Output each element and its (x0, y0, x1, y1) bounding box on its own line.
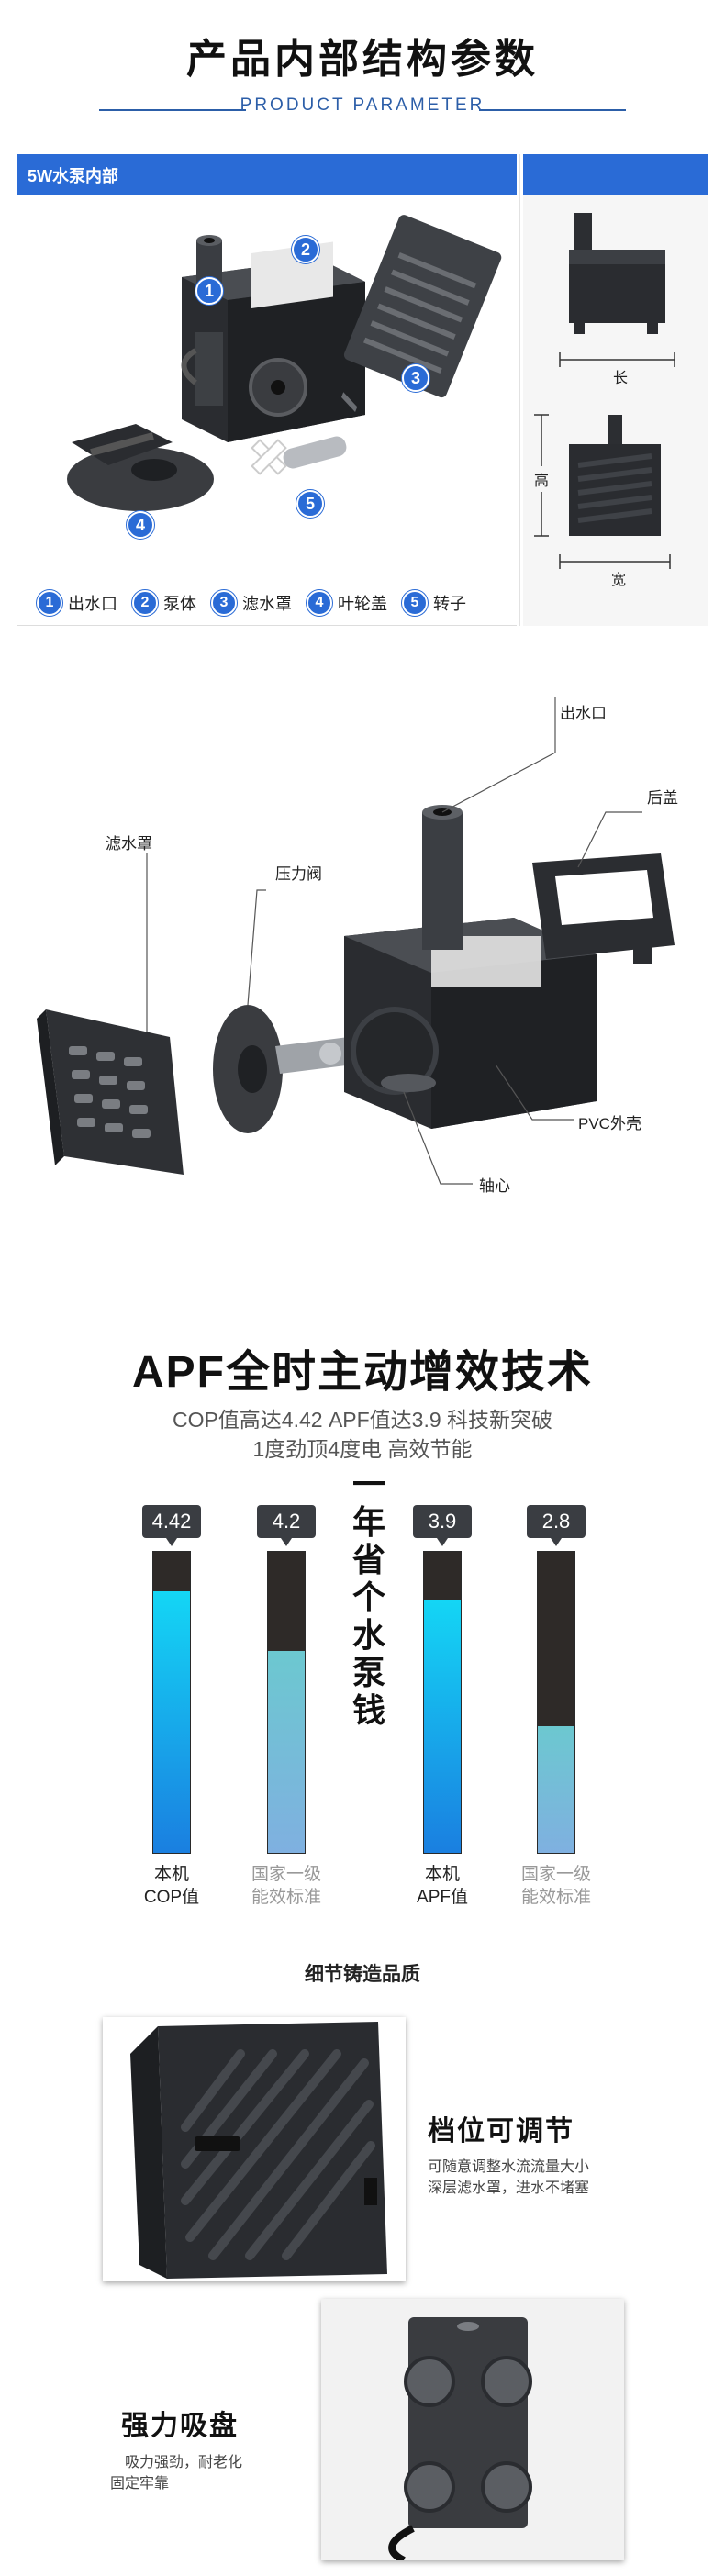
pump-front-side-views (534, 213, 675, 569)
legend-num: 3 (211, 590, 237, 616)
bar-fill (153, 1590, 190, 1853)
vertical-slogan: 一年省个水泵钱 (351, 1466, 385, 1729)
bar-track (152, 1551, 191, 1854)
feature-suction-desc-1: 吸力强劲，耐老化 (125, 2455, 243, 2470)
dim-height: 高 (534, 466, 550, 492)
filter-cover-large (37, 1009, 184, 1175)
pump-adjustable-photo (103, 2017, 406, 2281)
dim-width: 宽 (608, 567, 630, 589)
dim-length: 长 (609, 365, 632, 387)
filter-cover (340, 215, 502, 412)
part-legend: 1 出水口 2 泵体 3 滤水罩 4 叶轮盖 5 转子 (37, 590, 475, 616)
bar-fill (268, 1651, 305, 1853)
legend-item: 4 叶轮盖 (307, 590, 387, 616)
apf-title: APF全时主动增效技术 (131, 1348, 593, 1397)
outlet-pipe-large (422, 805, 463, 950)
legend-label: 转子 (433, 595, 466, 613)
callout-1: 1 (195, 277, 223, 305)
legend-num: 1 (37, 590, 62, 616)
bar-value-label: 2.8 (527, 1505, 586, 1546)
title-rule-right (479, 109, 626, 111)
pump-front-view (534, 414, 671, 569)
panel-header-right (523, 154, 708, 195)
bar-track (267, 1551, 306, 1854)
feature-adjustable-title: 档位可调节 (428, 2116, 574, 2147)
pump-suction-photo (321, 2299, 624, 2564)
bar-category-label: 国家一级能效标准 (251, 1865, 321, 1907)
callout-5: 5 (296, 490, 324, 518)
legend-item: 5 转子 (402, 590, 466, 616)
label-pressure-valve: 压力阀 (275, 865, 322, 883)
feature-adjustable-desc-1: 可随意调整水流流量大小 (428, 2159, 590, 2175)
bar-category-label: 国家一级能效标准 (520, 1865, 591, 1907)
apf-subtitle-2: 1度劲顶4度电 高效节能 (252, 1437, 473, 1461)
label-pvc-shell: PVC外壳 (578, 1115, 641, 1132)
bar-fill (538, 1726, 574, 1853)
feature-suction-desc-2: 固定牢靠 (110, 2476, 170, 2492)
pump-assembly-illustration (37, 697, 675, 1185)
legend-item: 2 泵体 (132, 590, 196, 616)
main-title: 产品内部结构参数 (186, 37, 539, 82)
bar-track (537, 1551, 575, 1854)
panel-header-left (17, 154, 517, 195)
dimension-panel: 长 高 宽 (523, 195, 708, 626)
bar-value-label: 3.9 (413, 1505, 472, 1546)
feature-suction-title: 强力吸盘 (121, 2411, 239, 2441)
callout-lines (146, 697, 642, 1185)
pump-body (181, 241, 365, 442)
pressure-valve-disc (213, 1005, 353, 1133)
panel-divider (519, 154, 520, 626)
detail-title: 细节铸造品质 (305, 1964, 420, 1985)
legend-label: 滤水罩 (242, 595, 292, 613)
impeller-cover (67, 424, 214, 511)
legend-num: 2 (132, 590, 158, 616)
legend-label: 出水口 (68, 595, 117, 613)
label-shaft: 轴心 (479, 1177, 510, 1195)
label-filter-cover: 滤水罩 (106, 835, 152, 853)
callout-3: 3 (402, 364, 429, 392)
panel-label: 5W水泵内部 (28, 167, 118, 185)
legend-item: 3 滤水罩 (211, 590, 292, 616)
photo-suction (321, 2299, 624, 2564)
bar-fill (424, 1600, 461, 1853)
pump-exploded-illustration (67, 215, 502, 511)
rotor (251, 436, 347, 475)
apf-subtitle-1: COP值高达4.42 APF值达3.9 科技新突破 (172, 1408, 553, 1432)
callout-4: 4 (127, 511, 154, 539)
bar-value-label: 4.42 (142, 1505, 201, 1546)
pump-side-view (559, 213, 675, 367)
exploded-view-panel: 1 2 3 4 5 (17, 195, 517, 626)
exploded-callout-section: 出水口 后盖 滤水罩 压力阀 PVC外壳 轴心 (0, 642, 725, 1303)
callout-2: 2 (292, 236, 319, 263)
bar-value-label: 4.2 (257, 1505, 316, 1546)
bar-track (423, 1551, 462, 1854)
legend-num: 4 (307, 590, 332, 616)
photo-adjustable (103, 2017, 406, 2281)
label-back-cover: 后盖 (647, 789, 678, 807)
label-outlet: 出水口 (560, 705, 607, 722)
legend-label: 泵体 (163, 595, 196, 613)
title-rule-left (99, 109, 246, 111)
sub-title: PRODUCT PARAMETER (240, 95, 485, 115)
pump-body-large (344, 918, 597, 1129)
legend-num: 5 (402, 590, 428, 616)
back-cover (532, 853, 675, 964)
legend-item: 1 出水口 (37, 590, 117, 616)
legend-label: 叶轮盖 (338, 595, 387, 613)
feature-adjustable-desc-2: 深层滤水罩，进水不堵塞 (428, 2180, 590, 2196)
